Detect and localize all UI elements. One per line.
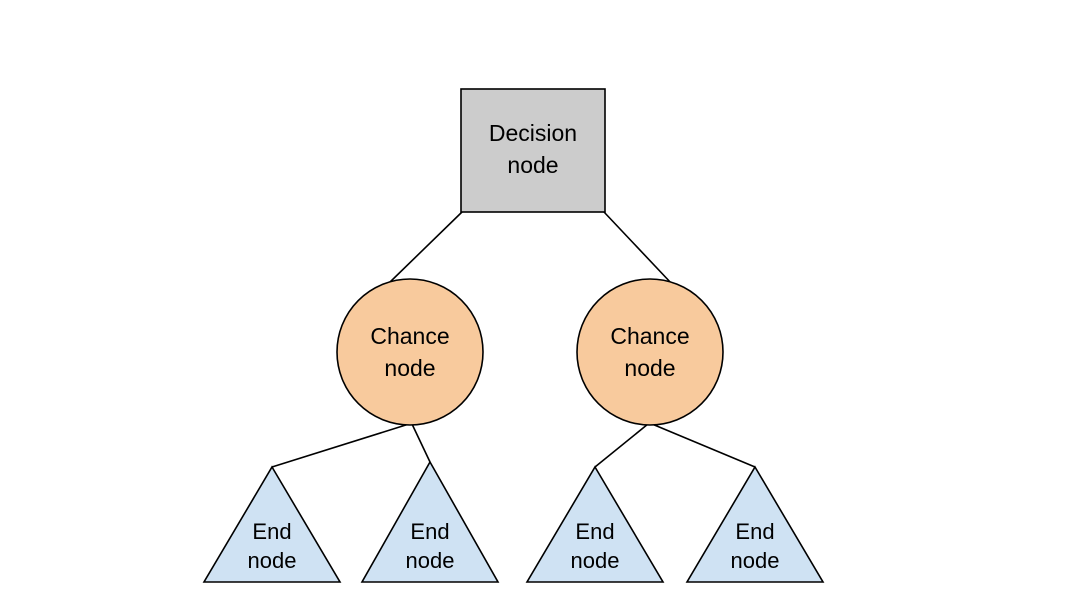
edge-decision-to-chance-right [603, 211, 673, 285]
chance-node-left-circle[interactable] [336, 278, 484, 426]
end-node-4-triangle[interactable] [685, 465, 825, 583]
edge-chance-left-to-end-1 [271, 423, 410, 468]
chance-node-left[interactable]: Chance node [336, 278, 484, 426]
end-node-3-label-line2: node [571, 548, 620, 573]
decision-node-label-line2: node [507, 152, 558, 178]
end-node-1[interactable]: End node [202, 465, 342, 583]
decision-node[interactable]: Decision node [460, 88, 606, 213]
decision-node-label-line1: Decision [489, 120, 577, 146]
end-node-3-label-line1: End [575, 519, 614, 544]
end-node-4-label-line1: End [735, 519, 774, 544]
end-node-4[interactable]: End node [685, 465, 825, 583]
end-node-1-triangle[interactable] [202, 465, 342, 583]
chance-node-left-label-line1: Chance [370, 323, 449, 349]
chance-node-right-label-line1: Chance [610, 323, 689, 349]
end-node-2-label-line1: End [410, 519, 449, 544]
end-node-3-triangle[interactable] [525, 465, 665, 583]
chance-node-right-circle[interactable] [576, 278, 724, 426]
edge-chance-left-to-end-2 [411, 423, 431, 463]
end-node-4-label-line2: node [731, 548, 780, 573]
end-node-3[interactable]: End node [525, 465, 665, 583]
edge-group [271, 211, 756, 468]
edge-chance-right-to-end-4 [651, 423, 756, 468]
chance-node-right-label-line2: node [624, 355, 675, 381]
end-node-1-label-line2: node [248, 548, 297, 573]
edge-decision-to-chance-left [387, 211, 463, 285]
chance-node-right[interactable]: Chance node [576, 278, 724, 426]
end-node-2-label-line2: node [406, 548, 455, 573]
chance-node-left-label-line2: node [384, 355, 435, 381]
edge-chance-right-to-end-3 [594, 423, 649, 468]
decision-node-rectangle[interactable] [460, 88, 606, 213]
end-node-1-label-line1: End [252, 519, 291, 544]
end-node-2-triangle[interactable] [360, 460, 500, 583]
end-node-2[interactable]: End node [360, 460, 500, 583]
